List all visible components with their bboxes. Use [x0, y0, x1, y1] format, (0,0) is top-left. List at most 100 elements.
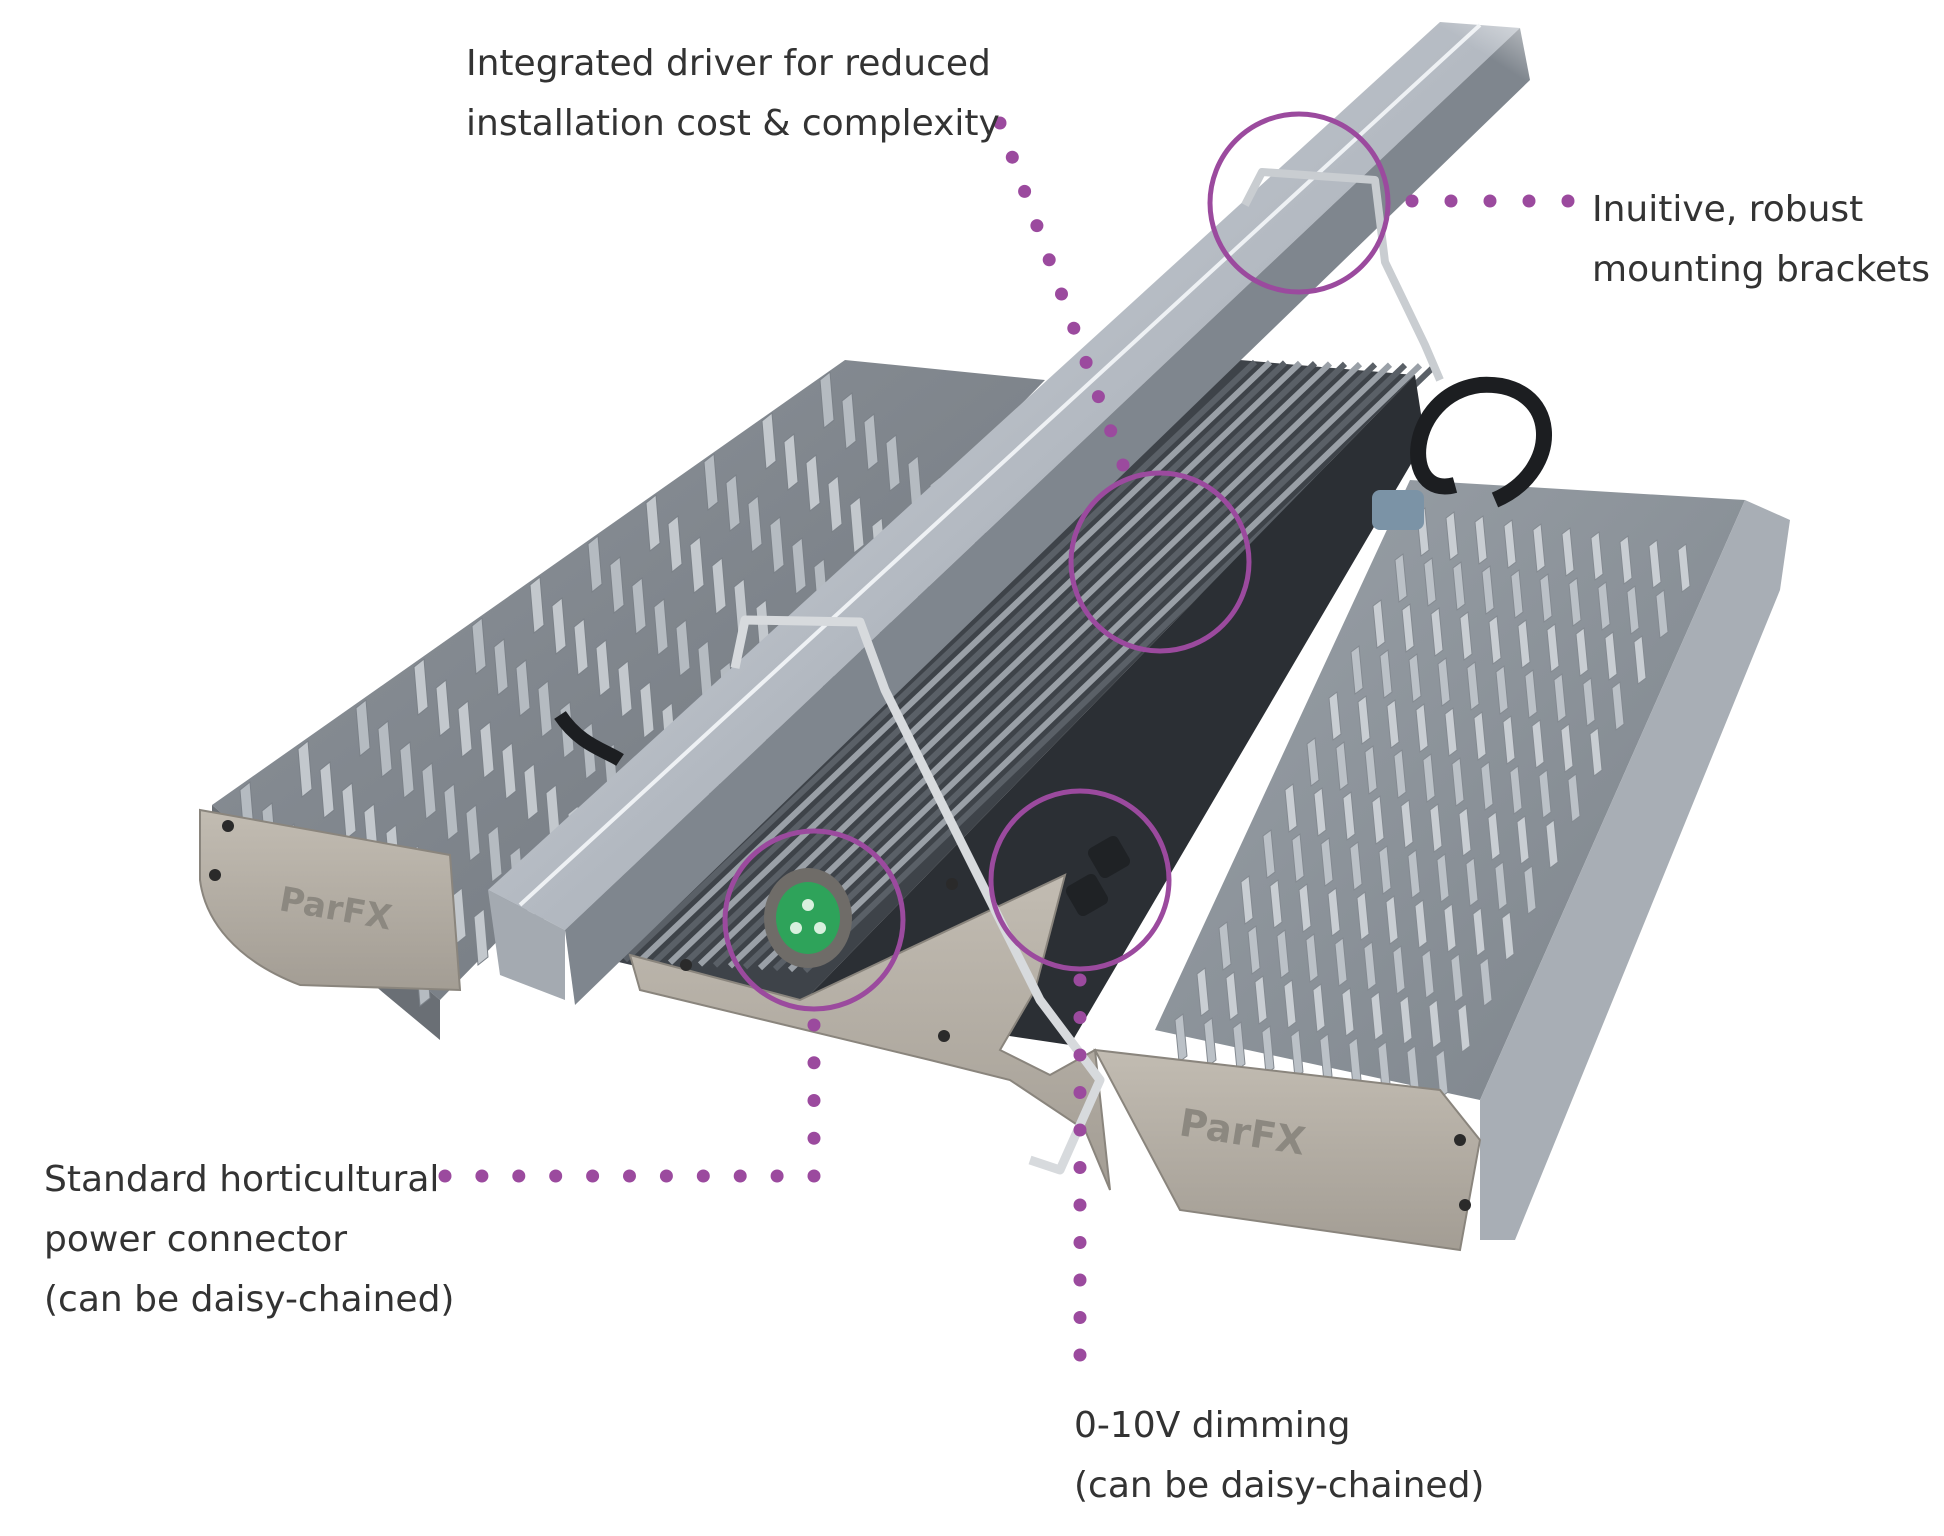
heatsink-fin [1394, 553, 1408, 603]
heatsink-fin [1342, 791, 1356, 841]
heatsink-fin [1291, 833, 1305, 883]
heatsink-fin [1501, 911, 1515, 961]
heatsink-fin [435, 679, 451, 737]
driver-rib [757, 362, 1393, 971]
callout-circle-dimming [988, 788, 1172, 972]
leader-dot [1018, 184, 1032, 198]
heatsink-fin [319, 761, 335, 819]
heatsink-fin [1503, 519, 1517, 569]
callout-brackets-line2: mounting brackets [1592, 249, 1931, 290]
leader-dot [1079, 355, 1093, 369]
driver-rib [697, 361, 1333, 967]
driver-rib [772, 362, 1408, 972]
leader-dot [1483, 194, 1497, 208]
heatsink-fin [1481, 565, 1495, 615]
heatsink-fin [377, 720, 393, 778]
right-heatsink-fins [1174, 507, 1691, 1099]
heatsink-fin [1523, 865, 1537, 915]
heatsink-fin [841, 392, 857, 450]
heatsink-fin [1561, 527, 1575, 577]
heatsink-fin [631, 577, 647, 635]
heatsink-fin [1313, 787, 1327, 837]
heatsink-fin [587, 535, 603, 593]
leader-dot [1067, 321, 1081, 335]
heatsink-fin [1430, 607, 1444, 657]
leader-dot [1073, 1273, 1087, 1287]
callout-power-connector: Standard horticultural power connector (… [44, 1150, 454, 1330]
heatsink-fin [1414, 899, 1428, 949]
heatsink-fin [1203, 1017, 1217, 1067]
heatsink-fin [341, 782, 357, 840]
heatsink-fin [1350, 645, 1364, 695]
power-connector-icon [764, 868, 852, 968]
heatsink-fin [1488, 615, 1502, 665]
heatsink-fin [1305, 933, 1319, 983]
heatsink-fin [551, 597, 567, 655]
callout-circle-brackets [1207, 111, 1391, 295]
heatsink-fin [791, 537, 807, 595]
leader-dot [1073, 1311, 1087, 1324]
driver-rib [682, 361, 1318, 966]
heatsink-fin [1611, 681, 1625, 731]
heatsink-fin [1319, 1033, 1333, 1083]
callout-mounting-brackets: Inuitive, robust mounting brackets [1592, 180, 1930, 300]
heatsink-fin [355, 699, 371, 757]
screw-icon [222, 820, 234, 832]
heatsink-fin [1407, 849, 1421, 899]
heatsink-fin [1655, 589, 1669, 639]
heatsink-fin [1328, 691, 1342, 741]
heatsink-fin [1677, 543, 1691, 593]
leader-dot [807, 1169, 821, 1183]
leader-dot [1073, 1048, 1087, 1062]
leader-brackets [1405, 194, 1575, 208]
heatsink-fin [1502, 715, 1516, 765]
heatsink-fin [1341, 987, 1355, 1037]
callout-dimming-line2: (can be daisy-chained) [1074, 1465, 1485, 1506]
heatsink-fin [515, 659, 531, 717]
heatsink-fin [1545, 819, 1559, 869]
heatsink-fin [1372, 599, 1386, 649]
heatsink-fin [413, 658, 429, 716]
heatsink-fin [1568, 577, 1582, 627]
heatsink-fin [1320, 837, 1334, 887]
heatsink-fin [479, 721, 495, 779]
heatsink-fin [1510, 569, 1524, 619]
heatsink-fin [645, 494, 661, 552]
screw-icon [680, 959, 692, 971]
mounting-bracket [730, 615, 1105, 1175]
heatsink-fin [1459, 611, 1473, 661]
heatsink-fin [1364, 745, 1378, 795]
mounting-rail [488, 0, 1600, 1005]
screw-icon [209, 869, 221, 881]
heatsink-fin [1225, 971, 1239, 1021]
heatsink-fin [1392, 945, 1406, 995]
heatsink-fin [805, 454, 821, 512]
heatsink-fin [1196, 967, 1210, 1017]
callout-highlights [722, 111, 1391, 1012]
leader-dot [1073, 973, 1087, 987]
heatsink-fin [617, 660, 633, 718]
heatsink-fin [1553, 673, 1567, 723]
heatsink-fin [1575, 627, 1589, 677]
heatsink-fin [1370, 991, 1384, 1041]
heatsink-fin [1495, 665, 1509, 715]
heatsink-fin [1619, 535, 1633, 585]
driver-rib [622, 359, 1258, 963]
leader-dot [1405, 194, 1419, 208]
leader-dot [1116, 458, 1130, 472]
heatsink-fin [1240, 875, 1254, 925]
heatsink-fin [1408, 653, 1422, 703]
leader-dot [1444, 194, 1458, 208]
heatsink-fin [1276, 929, 1290, 979]
leader-dimming [1073, 973, 1087, 1362]
heatsink-fin [1516, 815, 1530, 865]
heatsink-fin [1604, 631, 1618, 681]
heatsink-fin [1443, 903, 1457, 953]
leader-dot [807, 1018, 821, 1032]
heatsink-fin [725, 474, 741, 532]
heatsink-fin [1422, 753, 1436, 803]
heatsink-fin [1479, 957, 1493, 1007]
heatsink-fin [1517, 619, 1531, 669]
heatsink-fin [487, 825, 503, 883]
callout-circle-driver [1068, 470, 1252, 654]
